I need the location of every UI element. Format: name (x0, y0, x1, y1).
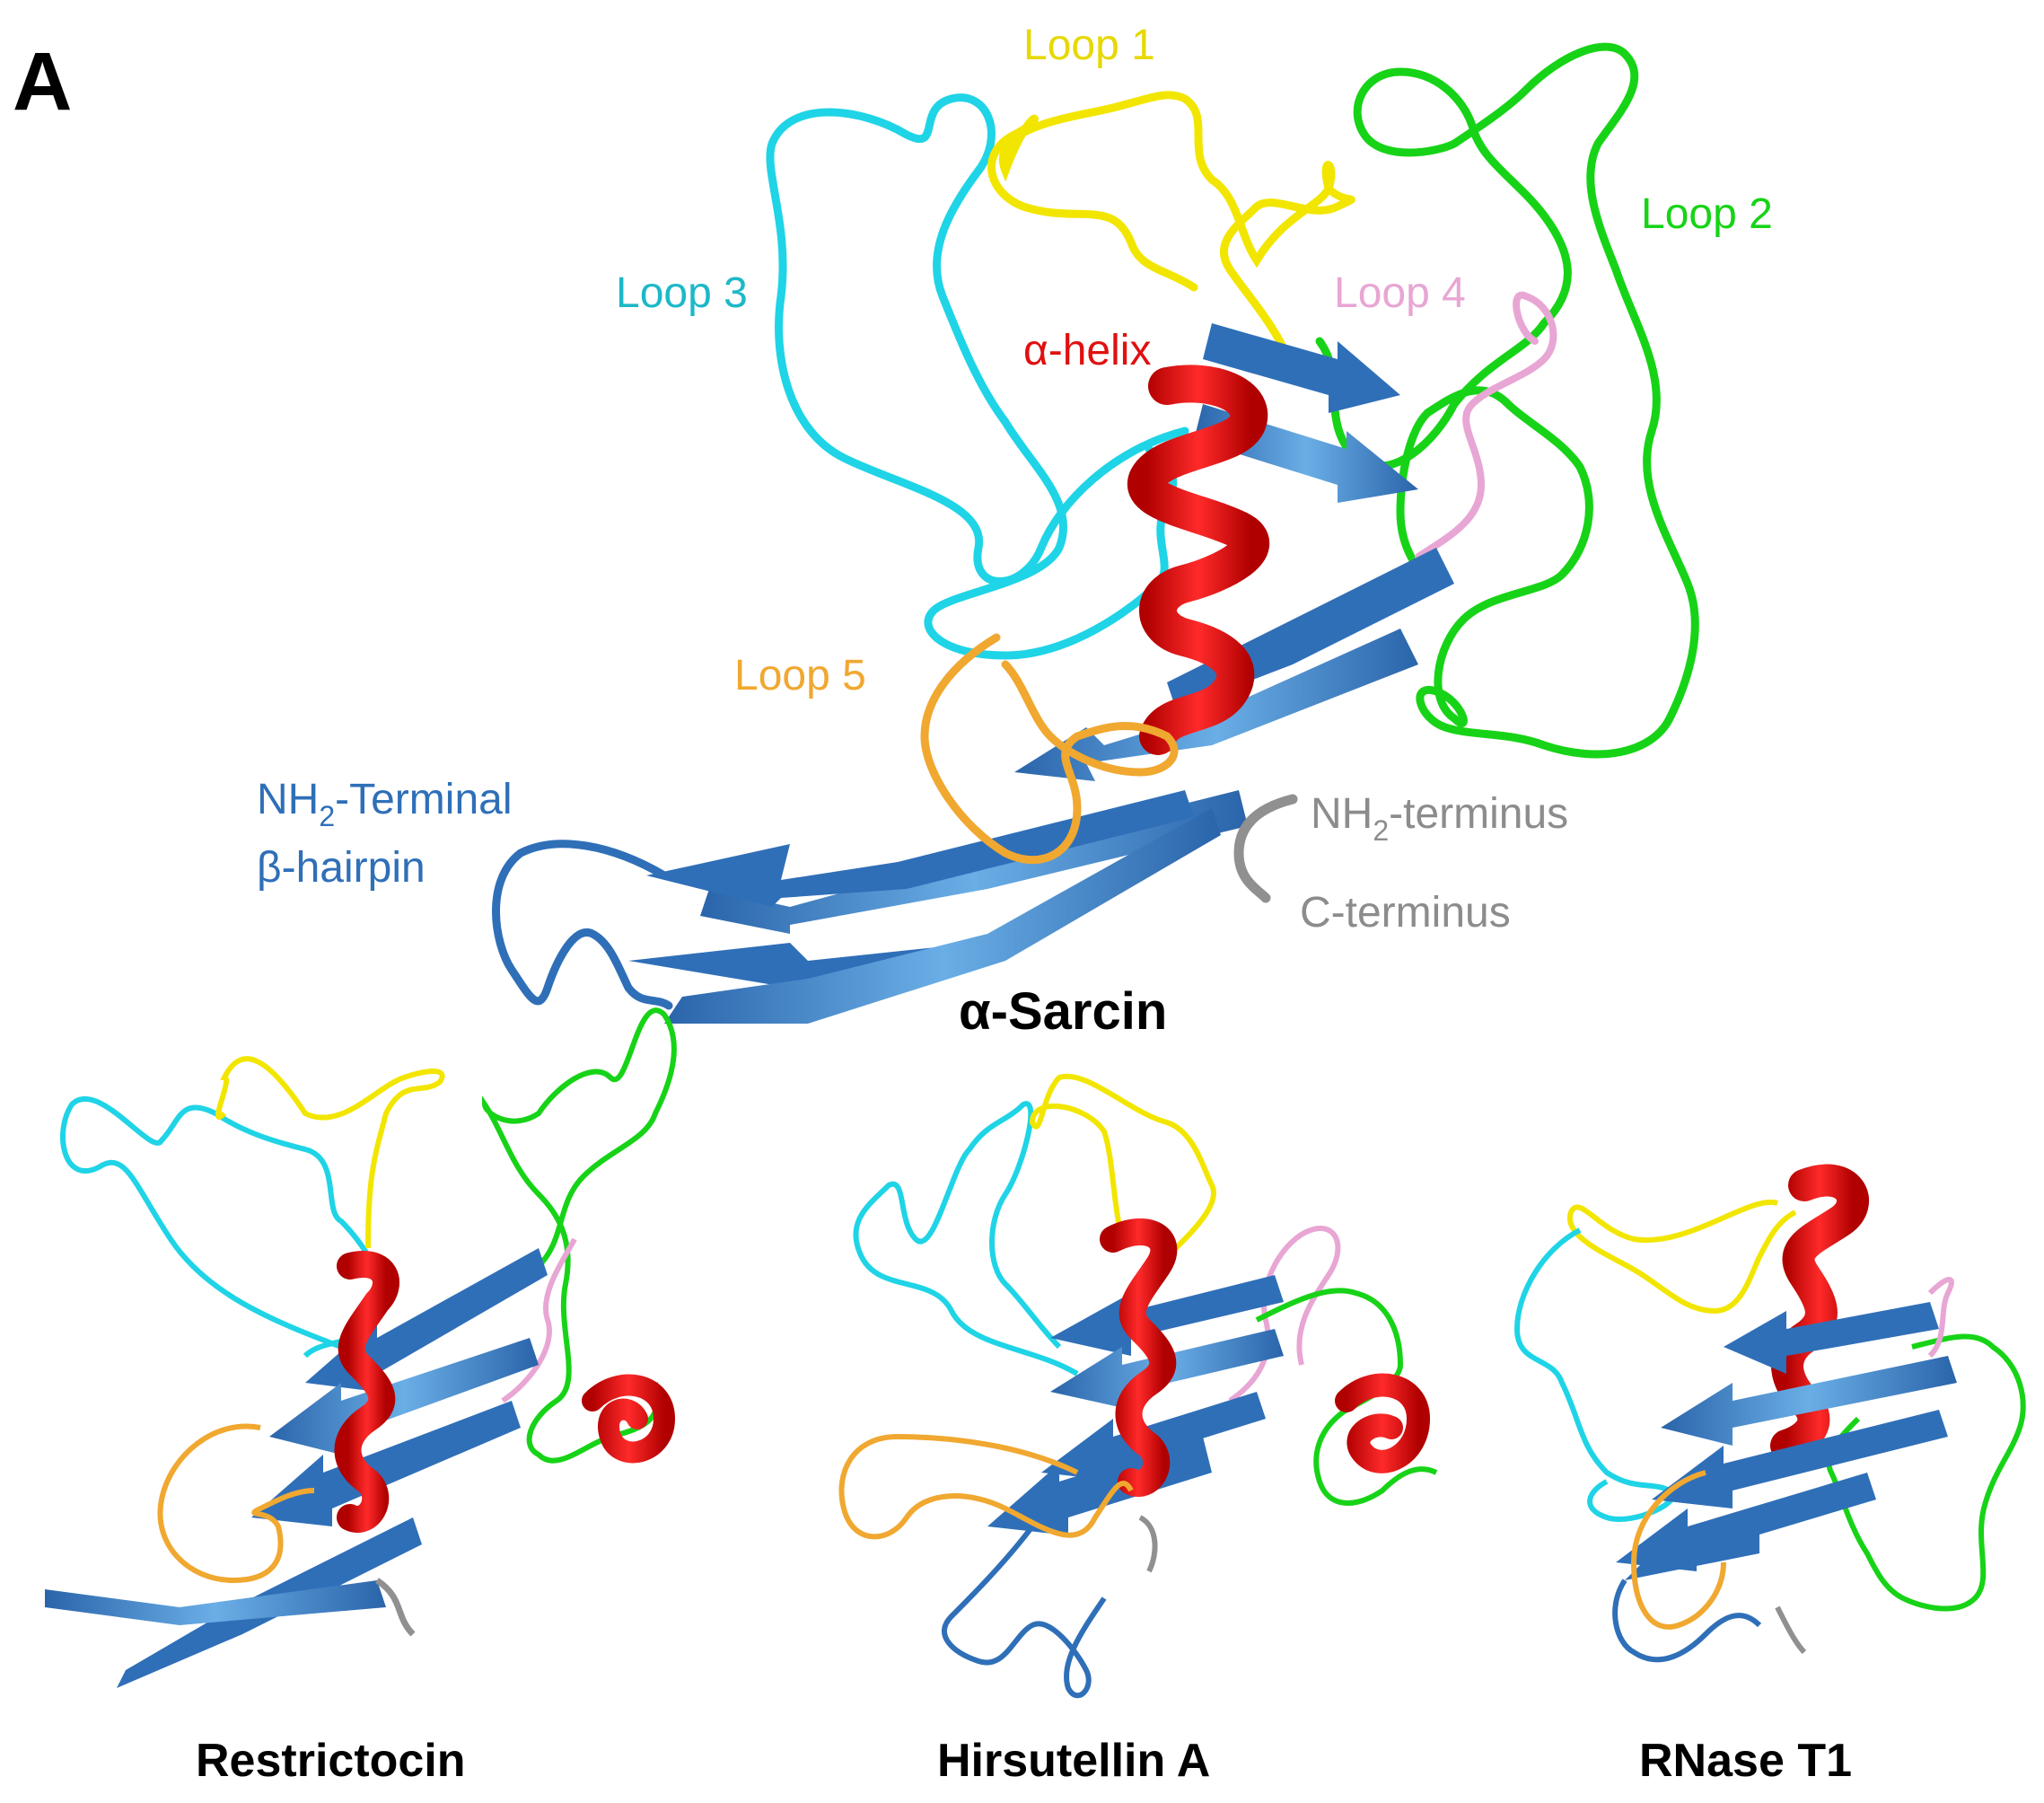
alpha-sarcin-title: α-Sarcin (959, 982, 1167, 1041)
hirsutellin-structure (842, 1077, 1437, 1696)
loop2-label: Loop 2 (1641, 190, 1773, 238)
nterm-hairpin-label-line2: β-hairpin (257, 844, 425, 892)
hirsutellin-termini (1140, 1517, 1155, 1571)
restrictocin-structure (45, 1010, 674, 1688)
rnase-loop1 (1570, 1202, 1795, 1311)
restrictocin-helix-2 (592, 1385, 664, 1453)
hirsutellin-title: Hirsutellin A (937, 1735, 1210, 1787)
hirsutellin-nterm-coil (944, 1526, 1104, 1695)
hirsutellin-loop3 (855, 1104, 1077, 1374)
rnase-t1-title: RNase T1 (1639, 1735, 1852, 1787)
panel-letter: A (13, 36, 72, 128)
cterminus-label: C-terminus (1300, 889, 1511, 937)
hirsutellin-helix-2 (1347, 1385, 1418, 1462)
hairpin-loop (496, 844, 670, 1006)
termini-coil (1239, 799, 1293, 898)
loop3-coil (770, 98, 1185, 655)
loop1-label: Loop 1 (1023, 22, 1155, 69)
nterminus-label: NH2-terminus (1311, 790, 1568, 847)
restrictocin-loop1 (218, 1059, 443, 1248)
rnase-termini (1777, 1607, 1804, 1652)
nterm-hairpin-label-line1: NH2-Terminal (257, 776, 513, 832)
loop3-label: Loop 3 (616, 269, 748, 317)
rnase-t1-structure (1517, 1181, 2023, 1660)
restrictocin-title: Restrictocin (196, 1735, 466, 1787)
loop5-label: Loop 5 (734, 652, 866, 699)
restrictocin-loop3 (63, 1099, 382, 1356)
hirsutellin-loop4 (1230, 1228, 1338, 1401)
helix-label: α-helix (1023, 327, 1151, 374)
rnase-loop3 (1517, 1230, 1673, 1519)
restrictocin-helix (348, 1264, 387, 1519)
alpha-sarcin-structure (496, 47, 1696, 1024)
loop4-label: Loop 4 (1334, 269, 1466, 317)
restrictocin-strand-5 (45, 1580, 386, 1625)
